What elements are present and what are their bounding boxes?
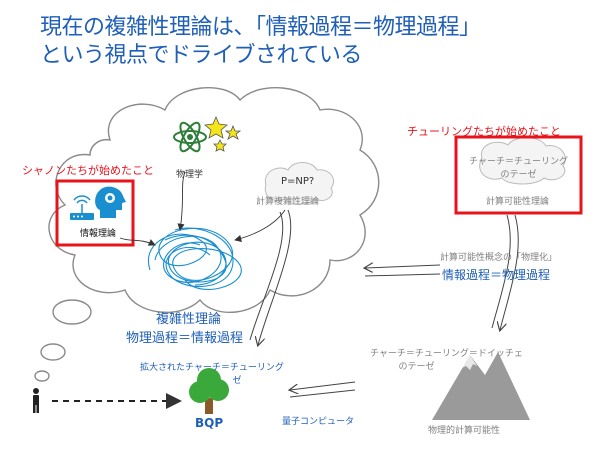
- brain-head-icon: [95, 186, 126, 218]
- complexity-theory-label: 計算複雑性理論: [256, 197, 320, 207]
- turing-highlight-box: [454, 135, 583, 215]
- turing-label: チューリングたちが始めたこと: [407, 125, 561, 138]
- star-icon: [204, 115, 242, 152]
- extended-ct-line-2: ゼ: [232, 376, 242, 386]
- thought-bubble-large: [52, 299, 92, 325]
- quantum-computer-label: 量子コンピュータ: [282, 417, 355, 427]
- title-line-2: という視点でドライブされている: [40, 43, 362, 68]
- info-to-tangle-line: [119, 237, 156, 246]
- thought-bubble-small: [34, 370, 50, 382]
- bqp-label: BQP: [195, 416, 224, 430]
- tree-icon: [189, 368, 229, 414]
- pnp-cloud-icon: [264, 162, 335, 205]
- ctd-line-1: チャーチ＝チューリング＝ドイッチェ: [370, 349, 523, 359]
- extended-church-turing-label: 拡大されたチャーチ＝チューリング ゼ: [140, 360, 284, 386]
- title-line-1: 現在の複雑性理論は、「情報過程＝物理過程」: [40, 15, 481, 40]
- church-turing-deutsch-label: チャーチ＝チューリング＝ドイッチェ のテーゼ: [370, 346, 523, 372]
- ctd-line-2: のテーゼ: [398, 362, 435, 372]
- shannon-label: シャノンたちが始めたこと: [22, 164, 154, 177]
- atom-icon: [173, 121, 207, 153]
- info-equals-physics-label: 情報過程＝物理過程: [442, 268, 551, 282]
- church-turing-line-1: チャーチ＝チューリング: [469, 157, 568, 167]
- mountain-icon: [432, 352, 530, 420]
- wifi-router-icon: [70, 195, 94, 220]
- cloud-to-ext-ct-arrow: [258, 209, 292, 345]
- thought-bubble-medium: [40, 343, 66, 361]
- complexity-to-tangle-line: [234, 209, 286, 242]
- main-thought-cloud: [48, 87, 380, 314]
- physicalization-to-cloud-arrow: [365, 265, 441, 268]
- pnp-label: P=NP?: [281, 176, 315, 187]
- person-icon: [33, 388, 39, 413]
- complexity-tangle-icon: [147, 227, 242, 290]
- info-theory-label: 情報理論: [80, 229, 117, 239]
- shannon-highlight-box: [55, 179, 135, 247]
- physical-computability-label: 物理的計算可能性: [428, 426, 501, 436]
- slide-title: 現在の複雑性理論は、「情報過程＝物理過程」 という視点でドライブされている: [40, 14, 481, 70]
- church-turing-line-2: のテーゼ: [500, 170, 537, 180]
- computability-label: 計算可能性理論: [486, 197, 550, 207]
- church-turing-thesis-label: チャーチ＝チューリング のテーゼ: [466, 154, 571, 180]
- physics-to-tangle-line: [177, 171, 186, 231]
- ctd-to-bqp-arrow: [290, 381, 356, 390]
- extended-ct-line-1: 拡大されたチャーチ＝チューリング: [140, 363, 284, 373]
- complexity-main-label: 複雑性理論: [156, 312, 222, 327]
- physics-equals-info-label: 物理過程＝情報過程: [126, 331, 244, 346]
- physicalization-label: 計算可能性概念の「物理化」: [440, 253, 558, 263]
- turing-to-ctd-arrow: [500, 214, 519, 330]
- physics-label: 物理学: [176, 170, 204, 180]
- church-turing-cloud-icon: [479, 137, 566, 185]
